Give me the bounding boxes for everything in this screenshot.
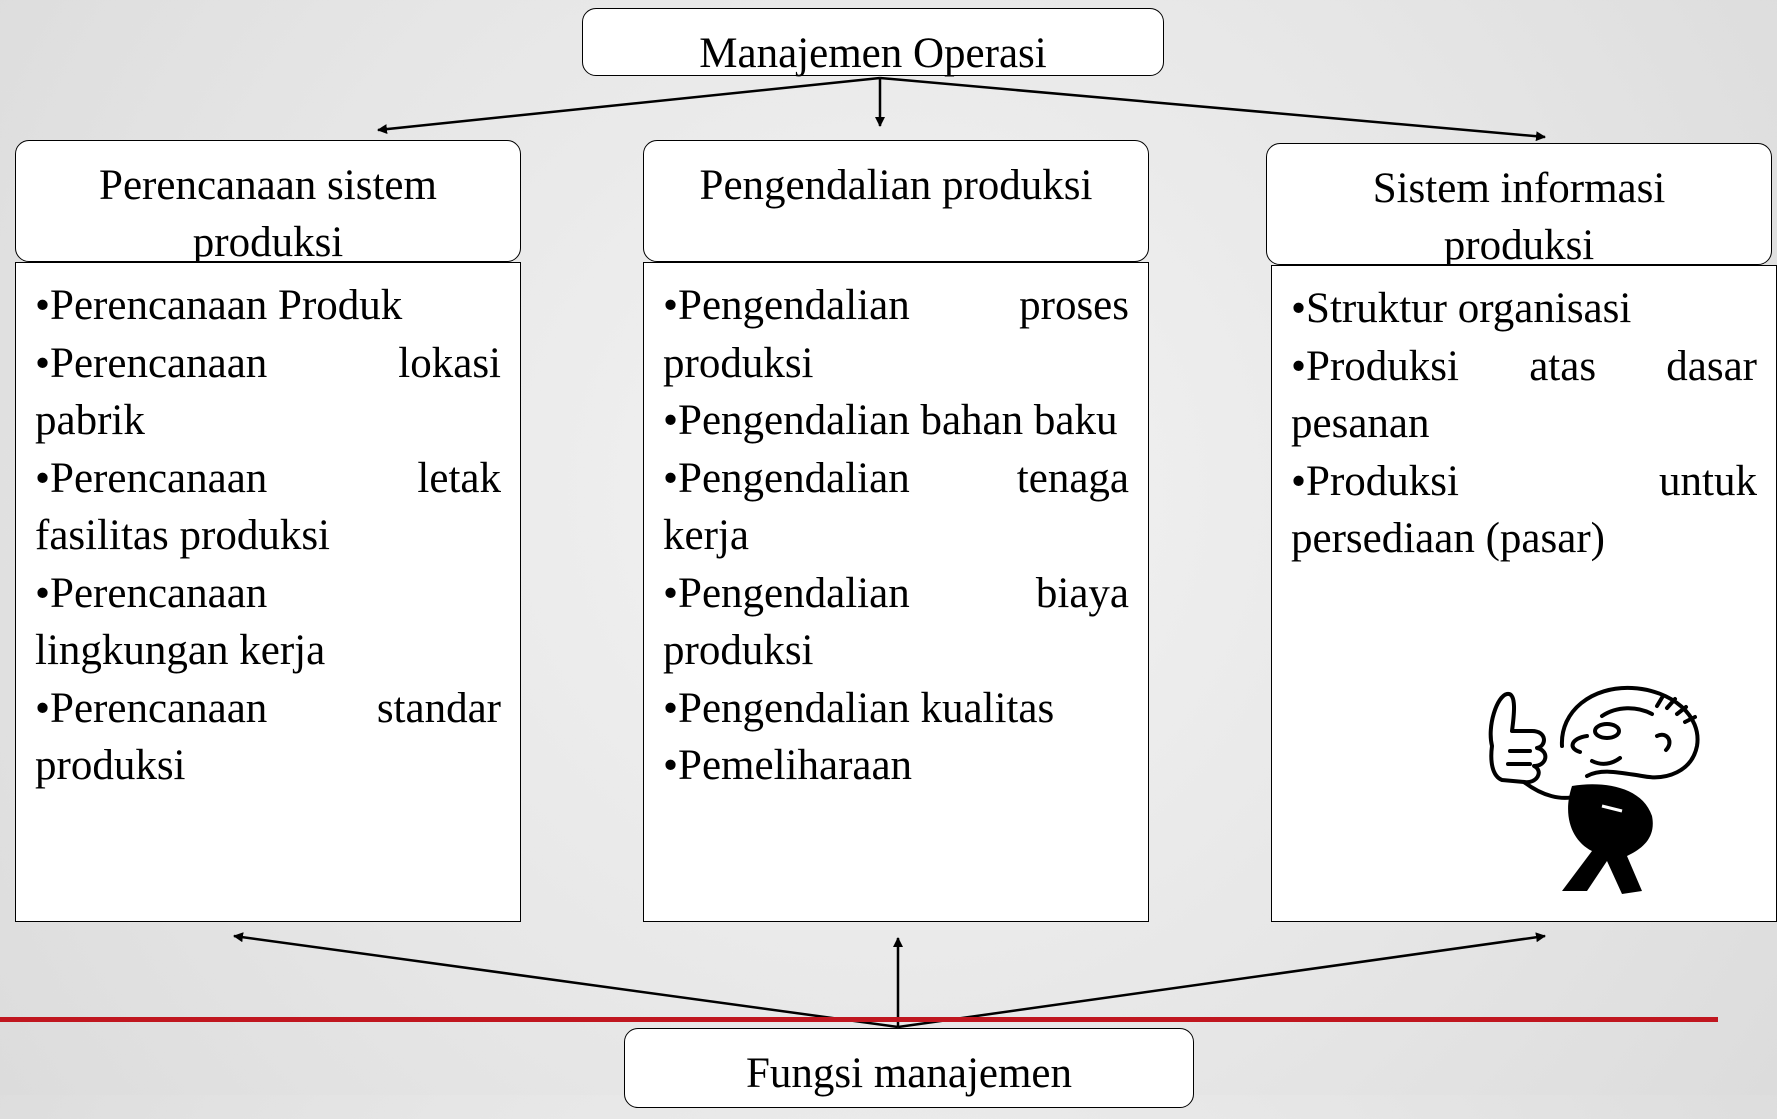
column-title-1: Perencanaan sistem produksi — [99, 162, 437, 266]
bottom-box-label: Fungsi manajemen — [745, 1050, 1073, 1097]
list-item: •Perencanaan lokasi pabrik — [35, 339, 501, 445]
arrow-bottom-to-right — [897, 932, 1546, 1029]
list-item: •Perencanaan Produk — [35, 282, 403, 329]
column-list-1: •Perencanaan Produk •Perencanaan lokasi … — [15, 262, 521, 922]
accent-red-line — [0, 1017, 1718, 1022]
list-item: •Pengendalian kualitas — [663, 684, 1055, 732]
list-item: •Pengendalian bahan baku — [663, 397, 1118, 444]
list-item: •Produksi atas dasar pesanan — [1291, 342, 1757, 448]
column-list-2: •Pengendalian proses produksi •Pengendal… — [643, 262, 1149, 922]
list-item: •Struktur organisasi — [1291, 285, 1632, 332]
list-item: •Produksi untuk persediaan (pasar) — [1291, 457, 1757, 563]
list-item: •Pengendalian proses produksi — [663, 282, 1129, 387]
list-item: •Perencanaan letak fasilitas produksi — [35, 454, 501, 560]
arrow-top-to-left — [377, 76, 881, 135]
column-header-2: Pengendalian produksi — [643, 140, 1149, 262]
arrow-top-to-right — [879, 76, 1546, 142]
list-item: •Pengendalian biaya produksi — [663, 569, 1129, 675]
column-header-3: Sistem informasi produksi — [1266, 143, 1772, 269]
top-box: Manajemen Operasi — [582, 8, 1164, 77]
column-header-1: Perencanaan sistem produksi — [15, 140, 521, 266]
bottom-box: Fungsi manajemen — [624, 1028, 1194, 1108]
list-item: •Perencanaan lingkungan kerja — [35, 569, 326, 675]
arrow-bottom-to-left — [233, 932, 899, 1029]
list-item: •Pemeliharaan — [663, 742, 913, 789]
column-title-2: Pengendalian produksi — [699, 162, 1093, 209]
list-item: •Pengendalian tenaga kerja — [663, 454, 1129, 560]
thinking-man-illustration — [1488, 685, 1700, 894]
list-item: •Perencanaan standar produksi — [35, 684, 501, 790]
connector-arrows — [233, 76, 1546, 1029]
top-box-label: Manajemen Operasi — [699, 30, 1047, 77]
column-title-3: Sistem informasi produksi — [1372, 165, 1666, 269]
column-list-3: •Struktur organisasi •Produksi atas dasa… — [1271, 265, 1777, 922]
